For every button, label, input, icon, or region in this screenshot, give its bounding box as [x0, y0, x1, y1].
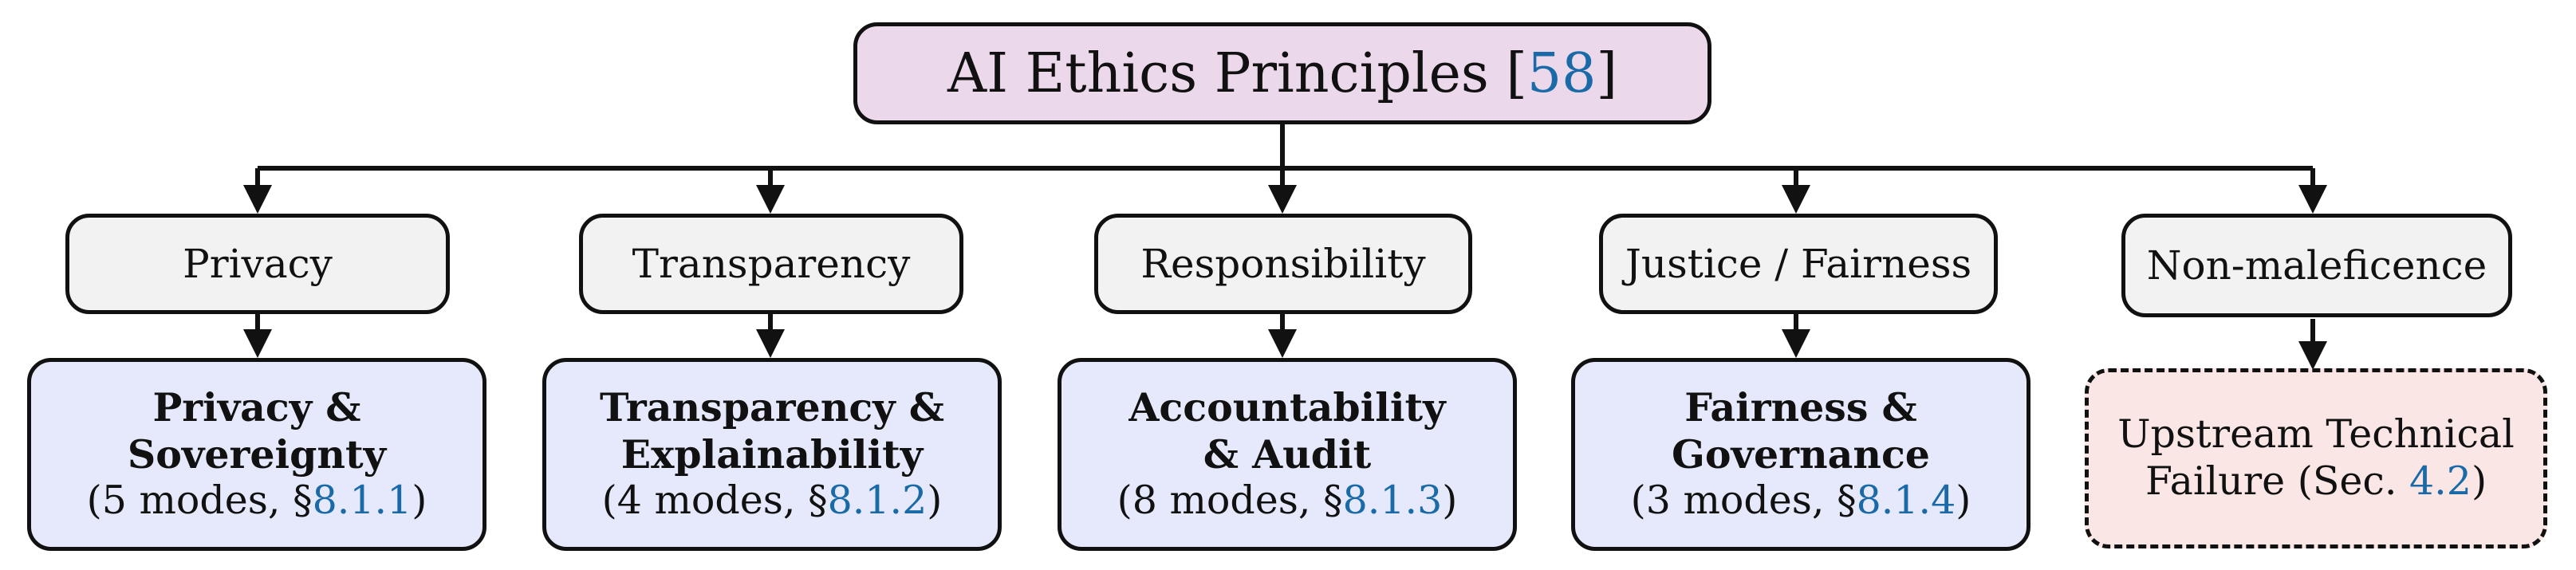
- mode-title-line: & Audit: [1203, 430, 1372, 478]
- mode-node-transparency-explainability: Transparency & Explainability (4 modes, …: [542, 358, 1002, 551]
- section-reference-link[interactable]: 4.2: [2409, 458, 2472, 504]
- section-reference-link[interactable]: 8.1.2: [827, 478, 928, 524]
- principle-label: Justice / Fairness: [1625, 241, 1972, 287]
- principle-label: Non-maleficence: [2146, 242, 2487, 289]
- mode-title-line: Governance: [1671, 430, 1930, 478]
- mode-detail: (5 modes, §8.1.1): [86, 478, 427, 524]
- principle-node-justice-fairness: Justice / Fairness: [1599, 214, 1998, 314]
- section-reference-link[interactable]: 8.1.3: [1342, 478, 1443, 524]
- mode-title-line: Explainability: [620, 430, 924, 478]
- principle-node-responsibility: Responsibility: [1094, 214, 1472, 314]
- mode-node-fairness-governance: Fairness & Governance (3 modes, §8.1.4): [1571, 358, 2030, 551]
- upstream-line: Upstream Technical: [2117, 411, 2515, 458]
- upstream-technical-failure-node: Upstream Technical Failure (Sec. 4.2): [2085, 368, 2547, 548]
- root-node-label: AI Ethics Principles [58]: [947, 41, 1617, 105]
- mode-title-line: Accountability: [1128, 383, 1446, 430]
- mode-title-line: Privacy &: [152, 383, 361, 430]
- principle-label: Transparency: [632, 241, 911, 287]
- section-reference-link[interactable]: 8.1.1: [312, 478, 412, 524]
- principle-label: Privacy: [183, 241, 333, 287]
- mode-node-accountability-audit: Accountability & Audit (8 modes, §8.1.3): [1058, 358, 1517, 551]
- mode-title-line: Fairness &: [1684, 383, 1917, 430]
- upstream-line: Failure (Sec. 4.2): [2145, 458, 2487, 504]
- root-node-reference-link[interactable]: 58: [1526, 41, 1597, 105]
- section-reference-link[interactable]: 8.1.4: [1856, 478, 1956, 524]
- principle-node-non-maleficence: Non-maleficence: [2121, 214, 2512, 317]
- mode-detail: (3 modes, §8.1.4): [1630, 478, 1971, 524]
- mode-node-privacy-sovereignty: Privacy & Sovereignty (5 modes, §8.1.1): [27, 358, 486, 551]
- mode-title-line: Transparency &: [600, 383, 944, 430]
- mode-detail: (4 modes, §8.1.2): [601, 478, 943, 524]
- principle-node-transparency: Transparency: [579, 214, 963, 314]
- principle-node-privacy: Privacy: [65, 214, 450, 314]
- mode-detail: (8 modes, §8.1.3): [1117, 478, 1458, 524]
- principle-label: Responsibility: [1140, 241, 1426, 287]
- mode-title-line: Sovereignty: [127, 430, 387, 478]
- root-node-ai-ethics-principles: AI Ethics Principles [58]: [853, 22, 1711, 124]
